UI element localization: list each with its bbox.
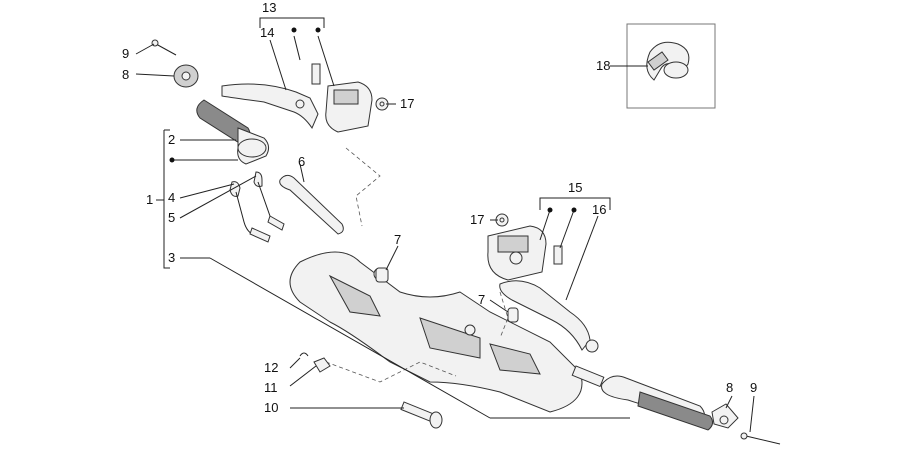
callout-5: 5	[168, 210, 175, 225]
part-13-master-cylinder-left	[311, 63, 373, 133]
part-5-throttle-cables	[249, 215, 285, 243]
callout-17-right: 17	[470, 212, 484, 227]
dot-marker	[169, 157, 175, 163]
part-7-bushing-center	[375, 267, 389, 283]
callout-8-left: 8	[122, 67, 129, 82]
callout-18: 18	[596, 58, 610, 73]
assembly-line-upper	[345, 147, 381, 227]
callout-17-left: 17	[400, 96, 414, 111]
part-14-lever-left	[221, 83, 319, 130]
callout-9-left: 9	[122, 46, 129, 61]
part-8-end-weight-left	[173, 64, 199, 88]
callout-1: 1	[146, 192, 153, 207]
callout-9-right: 9	[750, 380, 757, 395]
part-2-throttle-grip	[196, 99, 270, 165]
callout-13: 13	[262, 0, 276, 15]
part-right-grip	[571, 365, 714, 431]
callout-12: 12	[264, 360, 278, 375]
part-7-bushing-right	[507, 307, 519, 323]
assembly-line-lower	[325, 361, 457, 383]
part-16-lever-right	[499, 280, 599, 353]
part-10-bolt	[400, 401, 443, 429]
callout-11: 11	[264, 380, 278, 395]
part-4-cable-fitting	[229, 171, 281, 237]
part-17-nut-left	[375, 97, 389, 111]
leader-lines	[135, 17, 755, 433]
part-9-screw-left	[151, 39, 177, 56]
callout-4: 4	[168, 190, 175, 205]
callout-16: 16	[592, 202, 606, 217]
part-11-block	[313, 357, 331, 373]
part-12-clip	[299, 352, 309, 357]
callout-7-center: 7	[394, 232, 401, 247]
part-6-grip-sleeve	[279, 174, 344, 235]
callout-10: 10	[264, 400, 278, 415]
part-18-clamp	[646, 41, 690, 81]
part-15-master-cylinder-right	[487, 225, 563, 281]
callout-2: 2	[168, 132, 175, 147]
callout-15: 15	[568, 180, 582, 195]
callout-14: 14	[260, 25, 274, 40]
dot-marker	[571, 207, 577, 213]
callout-6: 6	[298, 154, 305, 169]
dot-marker	[315, 27, 321, 33]
callout-labels: 9 8 13 14 17 2 1 4 5 3 6 7 18 15 17 16 7…	[122, 0, 757, 415]
dot-marker	[291, 27, 297, 33]
callout-3: 3	[168, 250, 175, 265]
part-17-nut-right	[495, 213, 509, 227]
callout-7-right: 7	[478, 292, 485, 307]
part-8-end-weight-right	[711, 403, 739, 429]
part-9-screw-right	[740, 432, 781, 445]
part-3-handlebar	[289, 251, 583, 413]
callout-8-right: 8	[726, 380, 733, 395]
assembly-line-right	[499, 291, 509, 339]
dot-marker	[547, 207, 553, 213]
